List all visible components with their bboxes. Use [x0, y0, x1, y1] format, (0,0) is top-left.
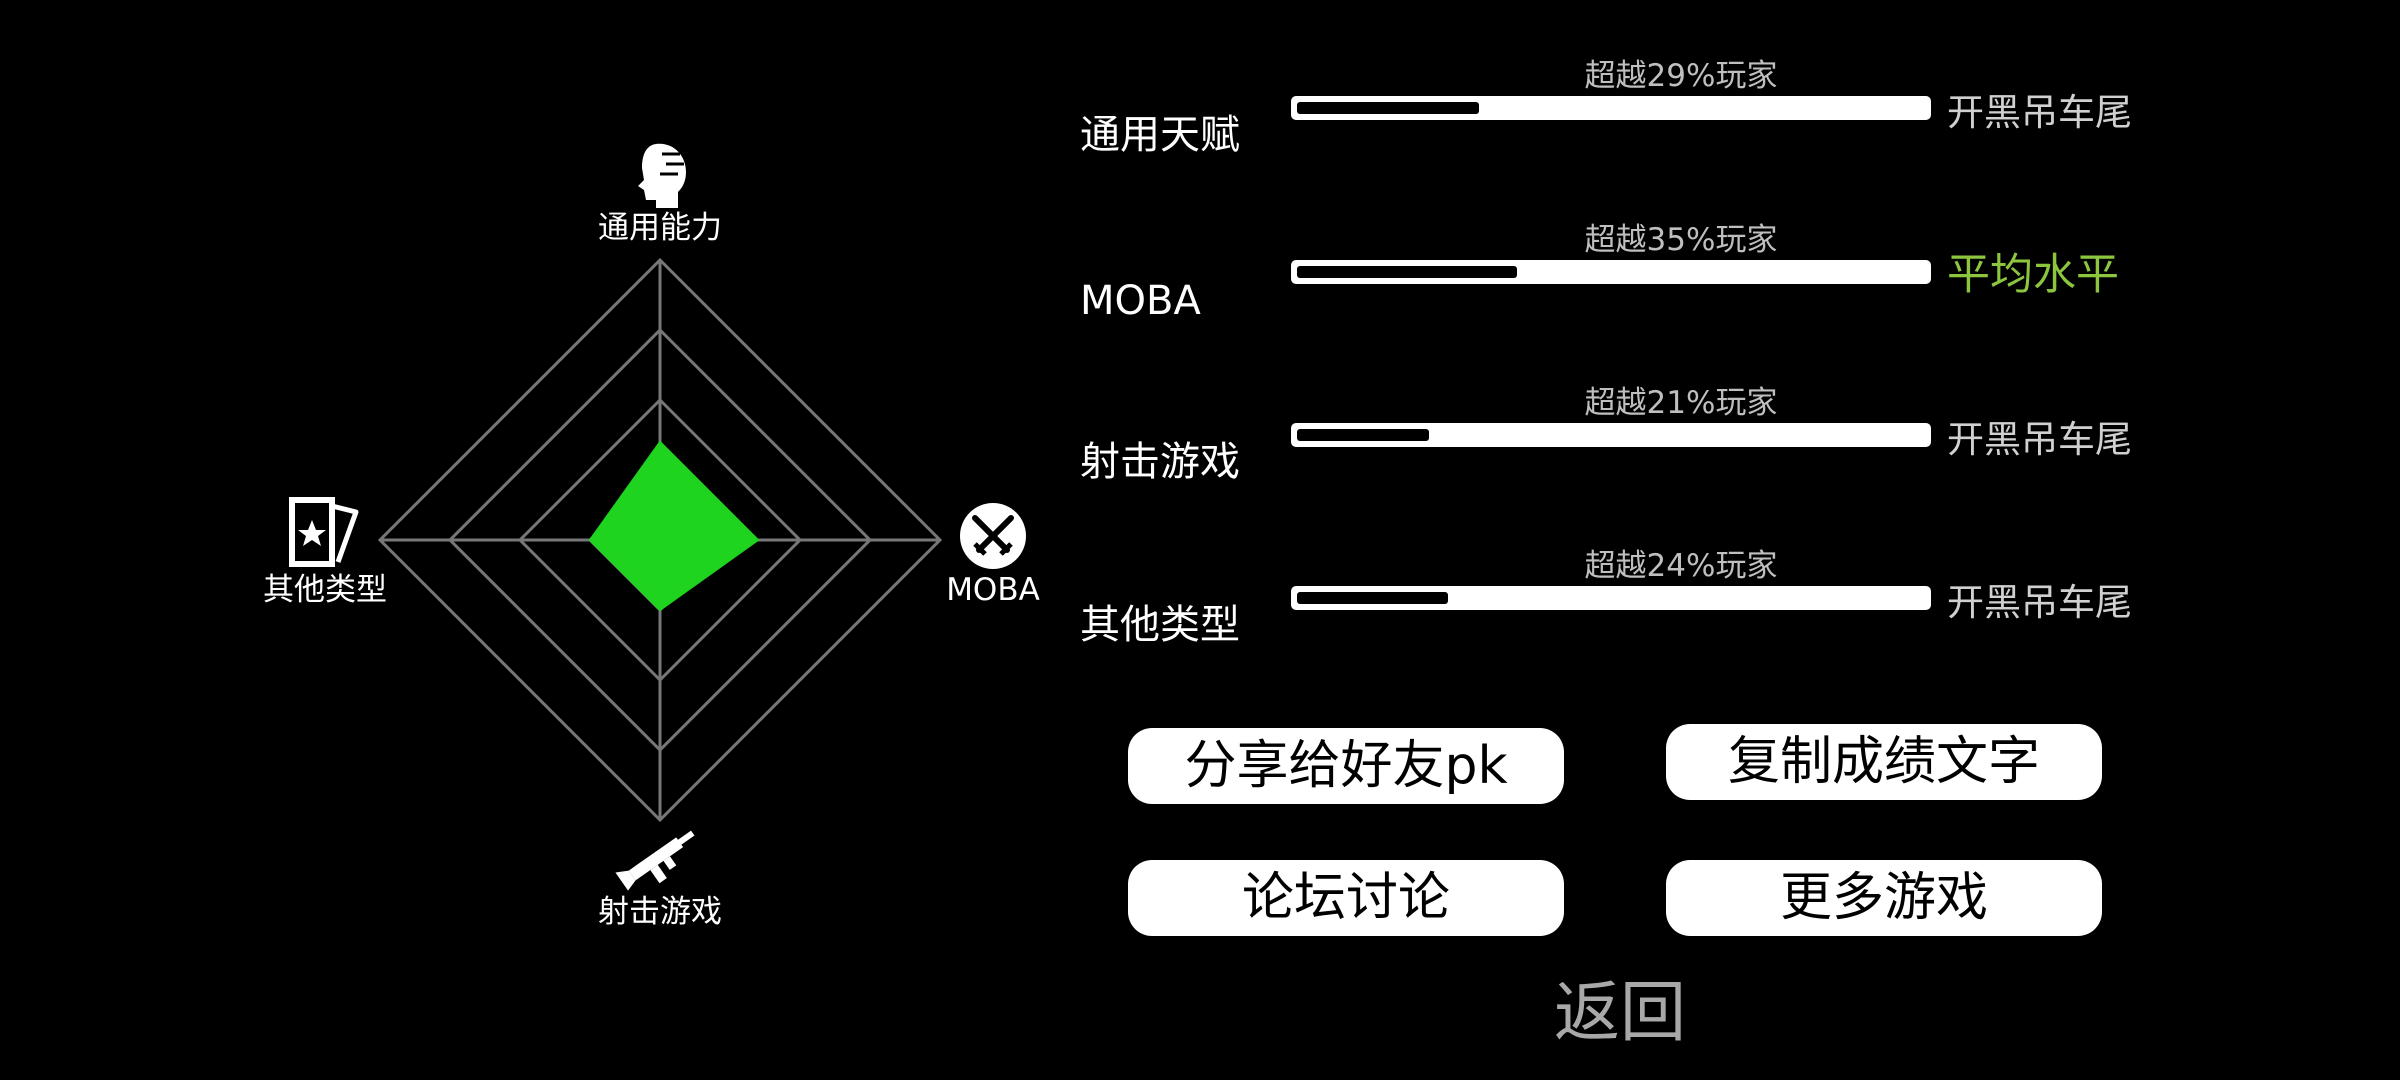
axis-label-shooter: 射击游戏 [598, 894, 722, 930]
stat-title: 其他类型 [1080, 602, 1240, 648]
forum-discussion-button[interactable]: 论坛讨论 [1128, 860, 1564, 936]
stat-row-moba: MOBA 超越35%玩家 平均水平 [1080, 214, 2160, 324]
progress-bar [1291, 423, 1931, 447]
progress-bar [1291, 586, 1931, 610]
progress-fill [1297, 102, 1479, 114]
rifle-icon [615, 830, 695, 891]
stat-percent: 超越21%玩家 [1584, 385, 1778, 421]
star-card-icon [289, 497, 359, 567]
axis-label-moba: MOBA [946, 572, 1040, 608]
share-to-friend-button[interactable]: 分享给好友pk [1128, 728, 1564, 804]
back-button[interactable]: 返回 [1554, 974, 1686, 1051]
stat-row-shooter: 射击游戏 超越21%玩家 开黑吊车尾 [1080, 377, 2160, 487]
radar-value-shape [588, 440, 760, 612]
axis-label-other: 其他类型 [263, 572, 387, 608]
progress-fill [1297, 266, 1517, 278]
crossed-swords-icon [960, 503, 1026, 569]
stat-row-other: 其他类型 超越24%玩家 开黑吊车尾 [1080, 540, 2160, 650]
stat-title: 射击游戏 [1080, 439, 1240, 485]
progress-fill [1297, 592, 1448, 604]
stat-row-general: 通用天赋 超越29%玩家 开黑吊车尾 [1080, 50, 2160, 160]
stat-percent: 超越35%玩家 [1584, 222, 1778, 258]
stat-title: 通用天赋 [1080, 112, 1240, 158]
progress-bar [1291, 96, 1931, 120]
progress-bar [1291, 260, 1931, 284]
stat-level: 开黑吊车尾 [1947, 418, 2132, 461]
stat-percent: 超越29%玩家 [1584, 58, 1778, 94]
stat-title: MOBA [1080, 278, 1201, 324]
more-games-button[interactable]: 更多游戏 [1666, 860, 2102, 936]
stat-level: 开黑吊车尾 [1947, 91, 2132, 134]
stat-percent: 超越24%玩家 [1584, 548, 1778, 584]
copy-result-text-button[interactable]: 复制成绩文字 [1666, 724, 2102, 800]
progress-fill [1297, 429, 1429, 441]
stat-level: 开黑吊车尾 [1947, 581, 2132, 624]
radar-chart: 通用能力 MOBA 射击游戏 其他类型 [263, 143, 1040, 930]
head-profile-icon [638, 143, 686, 209]
axis-label-general: 通用能力 [598, 210, 722, 246]
stat-level: 平均水平 [1947, 250, 2119, 300]
